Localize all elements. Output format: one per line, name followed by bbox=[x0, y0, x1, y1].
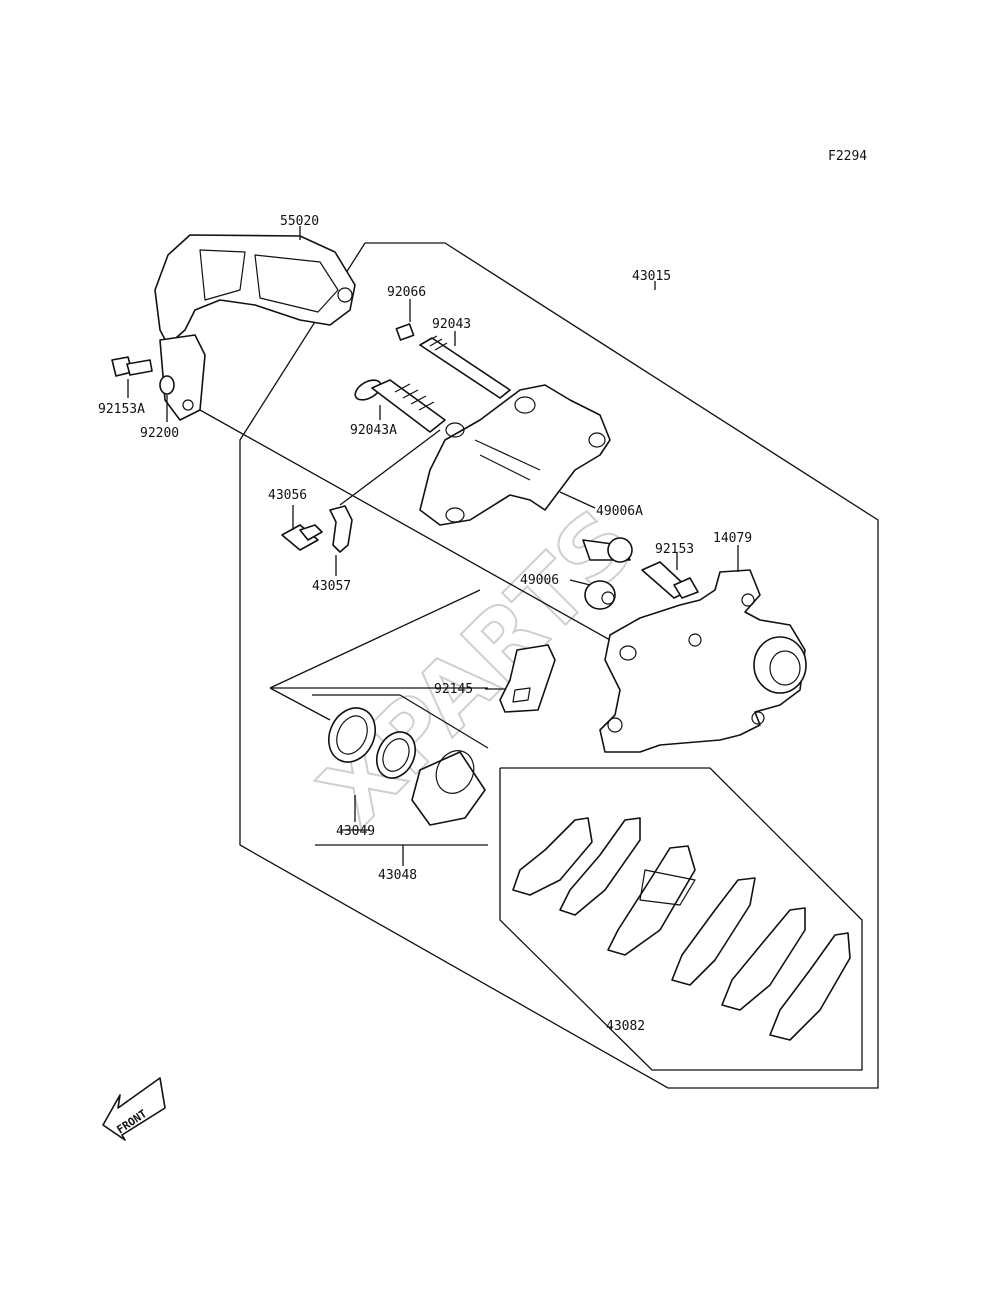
callout-43056: 43056 bbox=[268, 488, 307, 503]
callout-labels: 55020 92066 92043 43015 92153A 92200 920… bbox=[98, 214, 752, 1034]
callout-43082: 43082 bbox=[606, 1019, 645, 1034]
front-arrow: FRONT bbox=[102, 1077, 166, 1141]
callout-49006A: 49006A bbox=[596, 504, 643, 519]
pin-92066-92043 bbox=[395, 323, 511, 399]
callout-43057: 43057 bbox=[312, 579, 351, 594]
callout-43015: 43015 bbox=[632, 269, 671, 284]
callout-43048: 43048 bbox=[378, 868, 417, 883]
assembly-outline bbox=[239, 242, 879, 1089]
bushing-49006 bbox=[582, 537, 633, 610]
bleeder-cap bbox=[329, 505, 353, 553]
bleeder-valve bbox=[281, 524, 323, 551]
brake-pads bbox=[512, 817, 851, 1041]
caliper-guard-part bbox=[154, 234, 356, 421]
pad-spring bbox=[499, 644, 556, 713]
callout-49006: 49006 bbox=[520, 573, 559, 588]
leader-92200-line bbox=[199, 409, 611, 641]
piston-seals bbox=[328, 707, 486, 826]
pin-92043A bbox=[354, 379, 446, 433]
callout-leaders bbox=[127, 226, 739, 866]
washer-92200 bbox=[159, 375, 175, 395]
callout-92153A: 92153A bbox=[98, 402, 145, 417]
pad-set-outline bbox=[499, 767, 863, 1071]
leader-49006A bbox=[559, 491, 596, 509]
figure-code: F2294 bbox=[828, 149, 867, 164]
callout-92066: 92066 bbox=[387, 285, 426, 300]
caliper-body bbox=[419, 384, 611, 526]
bolt-92153 bbox=[641, 561, 699, 599]
leader-43056-line bbox=[339, 429, 441, 506]
callout-43049: 43049 bbox=[336, 824, 375, 839]
callout-92200: 92200 bbox=[140, 426, 179, 441]
callout-92043A: 92043A bbox=[350, 423, 397, 438]
caliper-bracket bbox=[599, 569, 807, 753]
bolt-92153A bbox=[111, 356, 153, 377]
callout-14079: 14079 bbox=[713, 531, 752, 546]
callout-55020: 55020 bbox=[280, 214, 319, 229]
seal-group-lines bbox=[269, 589, 489, 749]
callout-92153: 92153 bbox=[655, 542, 694, 557]
callout-92043: 92043 bbox=[432, 317, 471, 332]
callout-92145: 92145 bbox=[434, 682, 473, 697]
